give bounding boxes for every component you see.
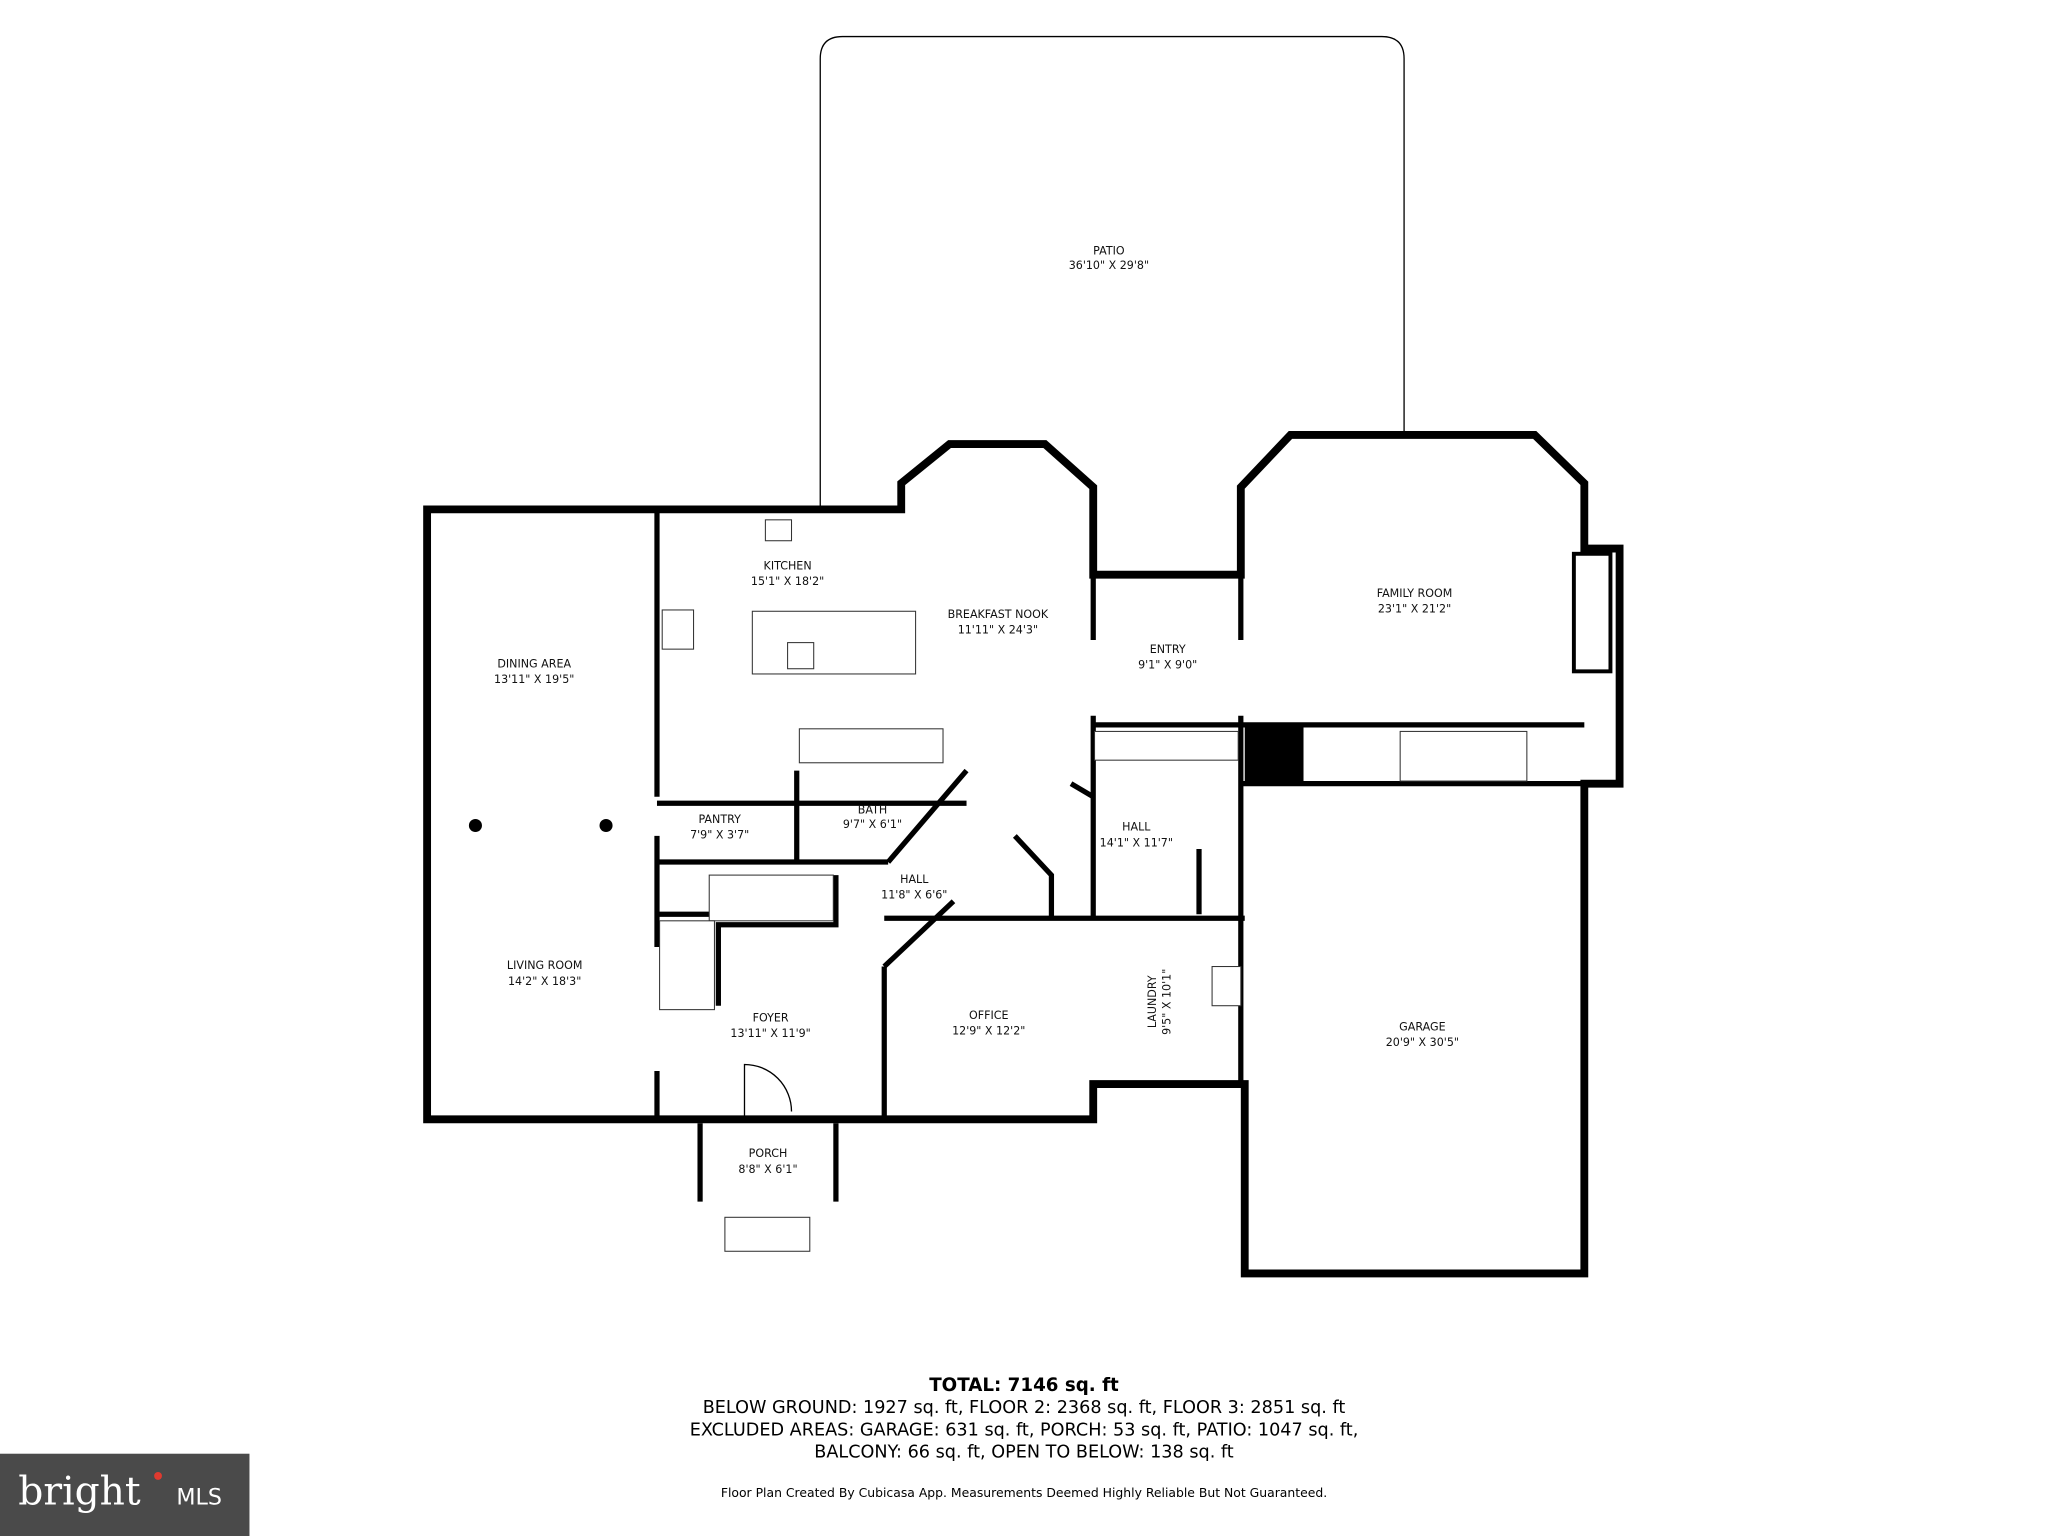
room-dim: 20'9" X 30'5" (1386, 1036, 1459, 1049)
counter-icon (798, 728, 944, 764)
room-dim: 8'8" X 6'1" (738, 1163, 797, 1176)
kitchen-sink-icon (764, 519, 793, 542)
room-name: PANTRY (698, 813, 741, 826)
room-name: HALL (1122, 821, 1151, 834)
interior-walls (654, 509, 1585, 1202)
svg-text:bright: bright (18, 1470, 141, 1515)
kitchen-island (751, 610, 917, 675)
room-dim: 11'11" X 24'3" (958, 623, 1038, 636)
room-dim: 11'8" X 6'6" (881, 889, 947, 902)
patio-outline (819, 35, 1405, 510)
area-summary: TOTAL: 7146 sq. ft BELOW GROUND: 1927 sq… (690, 1375, 1359, 1500)
room-dim: 23'1" X 21'2" (1378, 603, 1451, 616)
stairs-icon (1399, 730, 1528, 782)
total-area: TOTAL: 7146 sq. ft (929, 1375, 1119, 1396)
room-name: PATIO (1093, 245, 1125, 258)
room-name: FAMILY ROOM (1377, 587, 1453, 600)
room-dim: 13'11" X 11'9" (730, 1027, 810, 1040)
room-dim: 9'5" X 10'1" (1160, 969, 1173, 1035)
room-name: GARAGE (1399, 1021, 1445, 1034)
room-dim: 14'2" X 18'3" (508, 975, 581, 988)
room-dim: 13'11" X 19'5" (494, 673, 574, 686)
room-name: HALL (900, 873, 929, 886)
room-name: FOYER (753, 1011, 789, 1024)
exterior-walls (423, 431, 1624, 1278)
room-dim: 9'7" X 6'1" (843, 818, 902, 831)
room-name: BREAKFAST NOOK (948, 608, 1049, 621)
room-name: KITCHEN (764, 559, 812, 572)
disclaimer: Floor Plan Created By Cubicasa App. Meas… (721, 1485, 1327, 1500)
stairs-icon (659, 920, 715, 1011)
room-dim: 15'1" X 18'2" (751, 575, 824, 588)
island-sink-icon (787, 642, 815, 670)
room-name: LAUNDRY (1146, 975, 1159, 1028)
room-name: ENTRY (1150, 643, 1186, 656)
room-dim: 12'9" X 12'2" (952, 1024, 1025, 1037)
front-door-icon (743, 1063, 793, 1120)
fireplace-icon (1571, 551, 1613, 674)
room-dim: 36'10" X 29'8" (1069, 259, 1149, 272)
stairs-icon (708, 874, 834, 922)
counter-icon (1094, 730, 1239, 761)
room-name: LIVING ROOM (507, 959, 582, 972)
column-icon (599, 818, 613, 832)
room-name: OFFICE (969, 1009, 1009, 1022)
summary-line: EXCLUDED AREAS: GARAGE: 631 sq. ft, PORC… (690, 1420, 1359, 1440)
fixtures (468, 519, 1613, 1252)
room-name: BATH (858, 804, 887, 817)
summary-line: BALCONY: 66 sq. ft, OPEN TO BELOW: 138 s… (814, 1443, 1234, 1463)
laundry-sink-icon (1211, 966, 1242, 1007)
column-icon (468, 818, 482, 832)
bright-mls-logo: bright MLS (0, 1453, 250, 1536)
room-name: DINING AREA (497, 657, 571, 670)
room-dim: 9'1" X 9'0" (1138, 659, 1197, 672)
room-labels: PATIO 36'10" X 29'8" KITCHEN 15'1" X 18'… (494, 245, 1459, 1176)
chimney-block (1244, 724, 1304, 784)
room-dim: 14'1" X 11'7" (1100, 836, 1173, 849)
porch-steps-icon (724, 1216, 811, 1252)
room-dim: 7'9" X 3'7" (690, 829, 749, 842)
svg-text:MLS: MLS (176, 1485, 222, 1511)
cooktop-icon (661, 609, 695, 650)
summary-line: BELOW GROUND: 1927 sq. ft, FLOOR 2: 2368… (703, 1398, 1346, 1418)
room-name: PORCH (749, 1147, 788, 1160)
